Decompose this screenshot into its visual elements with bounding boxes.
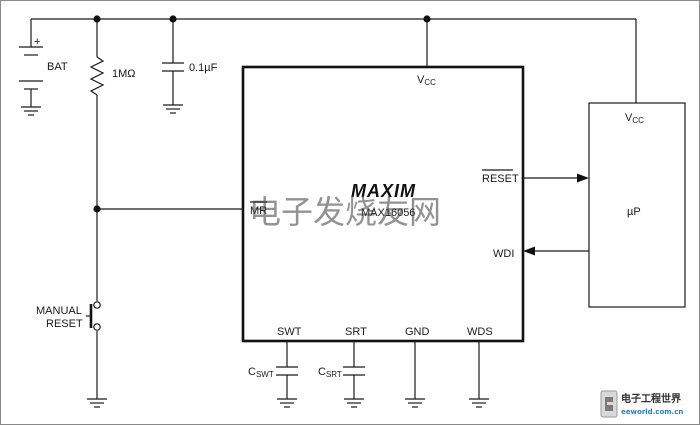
resistor-symbol xyxy=(89,19,105,301)
junction-dot xyxy=(93,15,101,23)
chip-vcc-label: VCC xyxy=(417,74,436,87)
resistor-value-label: 1MΩ xyxy=(112,68,136,80)
max16056-chip xyxy=(241,65,525,343)
microprocessor-label: µP xyxy=(627,206,641,218)
chip-swt-label: SWT xyxy=(277,326,302,338)
capacitor-value-label: 0.1µF xyxy=(189,62,218,74)
chip-srt-label: SRT xyxy=(345,326,367,338)
junction-dot xyxy=(169,15,177,23)
cswt-label: CSWT xyxy=(248,366,274,379)
junction-dot xyxy=(423,15,431,23)
chip-wdi-label: WDI xyxy=(493,248,514,260)
wds-ground-symbol xyxy=(469,341,489,408)
logo-url: eeworld.com.cn xyxy=(621,408,683,416)
battery-symbol xyxy=(19,19,43,116)
maxim-logo: MAXIM xyxy=(351,181,416,201)
wdi-signal-arrow xyxy=(523,246,589,256)
part-number-label: MAX16056 xyxy=(361,207,415,219)
switch-label-line2: RESET xyxy=(46,318,83,330)
csrt-capacitor xyxy=(343,341,365,408)
watermark-text: 电子发烧友网 xyxy=(249,193,441,231)
junction-dot xyxy=(93,205,101,213)
chip-reset-label: RESET xyxy=(482,173,519,185)
csrt-label: CSRT xyxy=(318,366,342,379)
eeworld-logo: 电子工程世界 eeworld.com.cn xyxy=(600,390,683,418)
eeworld-logo-icon xyxy=(600,390,618,418)
up-vcc-label: VCC xyxy=(625,112,644,125)
microprocessor-box xyxy=(588,102,686,308)
chip-mr-label: MR xyxy=(250,205,267,217)
chip-gnd-label: GND xyxy=(405,326,430,338)
battery-label: BAT xyxy=(47,61,68,73)
reset-signal-arrow xyxy=(523,173,589,183)
capacitor-symbol xyxy=(162,19,184,114)
manual-reset-switch xyxy=(86,301,107,408)
cswt-capacitor xyxy=(276,341,298,408)
gnd-ground-symbol xyxy=(405,341,425,408)
chip-wds-label: WDS xyxy=(467,326,493,338)
battery-plus-label: + xyxy=(34,36,40,48)
switch-label-line1: MANUAL xyxy=(36,305,82,317)
logo-title: 电子工程世界 xyxy=(621,392,681,405)
